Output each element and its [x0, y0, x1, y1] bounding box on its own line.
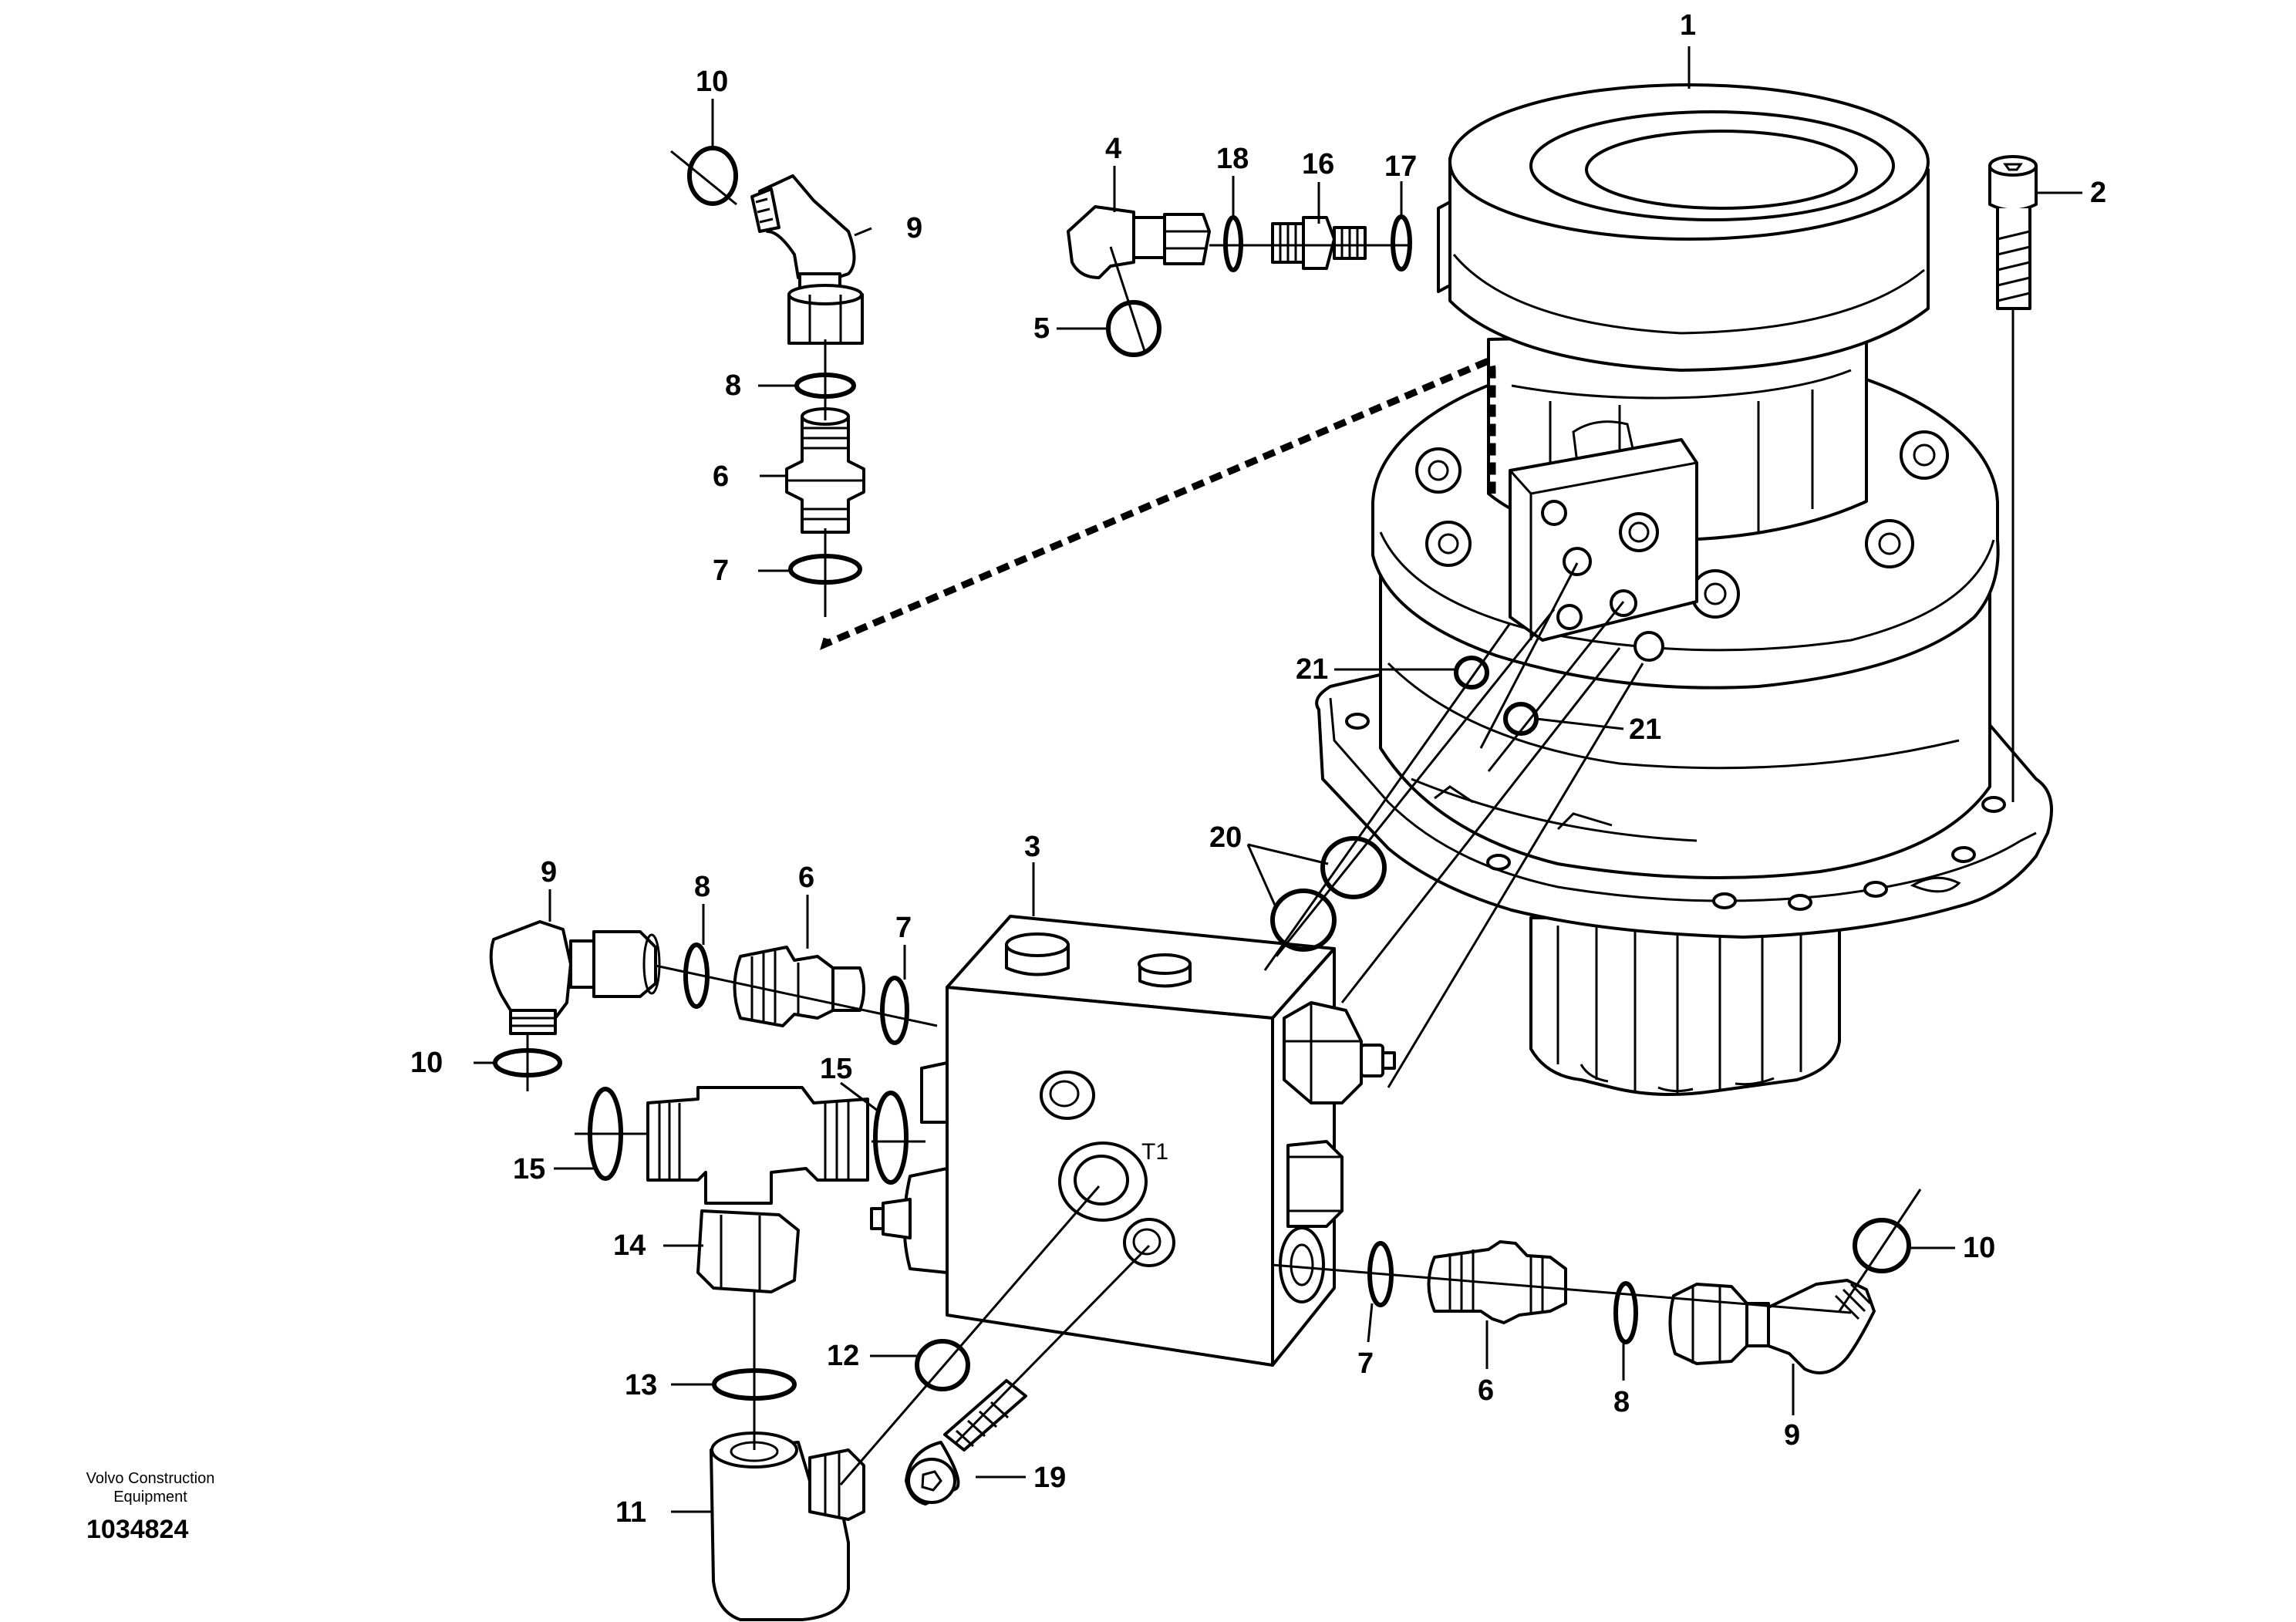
callout-6-right: 6 — [1478, 1374, 1494, 1407]
port-label-t1: T1 — [1141, 1139, 1168, 1165]
o-ring-18 — [1223, 215, 1243, 272]
callout-16: 16 — [1302, 148, 1334, 180]
swing-motor — [1315, 83, 2053, 1096]
callout-8-right: 8 — [1613, 1386, 1630, 1418]
callout-1: 1 — [1680, 9, 1696, 42]
elbow-4 — [1067, 205, 1211, 279]
callout-19: 19 — [1033, 1462, 1066, 1494]
right-lower-fitting-row — [1367, 1218, 1911, 1374]
adapter-6-right — [1427, 1240, 1567, 1324]
elbow-9-right — [1668, 1279, 1876, 1374]
tee-fitting-group — [588, 1086, 909, 1621]
callout-21-left: 21 — [1296, 653, 1328, 686]
o-ring-12 — [915, 1339, 970, 1391]
upper-left-fitting-stack — [687, 146, 865, 585]
callout-6-top: 6 — [713, 460, 729, 493]
callout-10-right: 10 — [1963, 1232, 1995, 1264]
adapter-16 — [1271, 216, 1367, 270]
o-ring-10-right — [1853, 1218, 1911, 1273]
hex-nut-top — [787, 284, 864, 345]
callout-7-top: 7 — [713, 555, 729, 587]
valve-top-plugs — [1005, 932, 1192, 988]
callout-2: 2 — [2090, 177, 2106, 209]
callout-15-right: 15 — [820, 1053, 852, 1085]
document-number: 1034824 — [86, 1515, 189, 1544]
o-ring-5 — [1106, 300, 1161, 357]
callout-5: 5 — [1033, 312, 1050, 345]
motor-output-shaft — [1529, 916, 1841, 1096]
o-ring-10-top — [687, 146, 738, 206]
brand-line-2: Equipment — [113, 1489, 187, 1506]
o-ring-21-left — [1454, 656, 1489, 690]
callout-9-top: 9 — [906, 212, 922, 244]
callout-11: 11 — [615, 1496, 646, 1529]
motor-port-face — [1509, 438, 1698, 662]
ring-bolt-heads — [1415, 430, 1949, 619]
o-ring-8-right — [1613, 1281, 1638, 1344]
o-ring-20-upper — [1320, 836, 1387, 899]
callout-9-right: 9 — [1784, 1419, 1800, 1452]
brand-line-1: Volvo Construction — [86, 1470, 215, 1487]
callout-15-left: 15 — [513, 1153, 545, 1185]
adapter-6-top — [785, 407, 865, 534]
callout-10-left: 10 — [410, 1047, 443, 1079]
upper-center-fitting-stack — [1067, 205, 1412, 357]
callout-20: 20 — [1209, 821, 1242, 854]
callout-21-right: 21 — [1629, 713, 1661, 746]
motor-top-cap — [1437, 83, 1930, 372]
o-ring-17 — [1391, 214, 1412, 271]
valve-side-fittings — [870, 1001, 1396, 1303]
elbow-9-top — [750, 174, 856, 292]
callout-3: 3 — [1024, 831, 1040, 863]
callout-9-left: 9 — [541, 856, 557, 889]
hose-route-dashed — [820, 358, 1496, 650]
o-ring-7-left — [880, 976, 909, 1045]
callout-leaders — [474, 46, 2082, 1513]
callout-numbers: 1 2 3 4 5 6 6 6 7 7 7 8 8 8 9 9 9 10 10 … — [410, 9, 2106, 1529]
callout-18: 18 — [1216, 143, 1249, 175]
cap-screw-2 — [1988, 155, 2038, 310]
callout-8-top: 8 — [725, 369, 741, 402]
adapter-6-left — [733, 946, 865, 1027]
callout-8-left: 8 — [694, 871, 710, 903]
elbow-9-left — [489, 920, 661, 1035]
o-ring-20-lower — [1270, 889, 1337, 952]
callout-10-top: 10 — [696, 66, 728, 98]
callout-7-left: 7 — [895, 912, 912, 944]
callout-17: 17 — [1384, 150, 1417, 183]
callout-13: 13 — [625, 1369, 657, 1401]
valve-front-ports — [1040, 1071, 1175, 1267]
o-ring-15-right — [873, 1091, 909, 1185]
valve-block-3: T1 — [870, 915, 1396, 1367]
callout-7-right: 7 — [1357, 1347, 1374, 1380]
callout-12: 12 — [827, 1340, 859, 1372]
brand-label: Volvo Construction Equipment — [62, 1469, 239, 1506]
cap-screw-19 — [905, 1379, 1027, 1506]
callout-14: 14 — [613, 1229, 646, 1262]
tee-fitting — [646, 1086, 869, 1205]
callout-4: 4 — [1105, 133, 1121, 165]
hex-nut-14 — [696, 1209, 800, 1293]
left-middle-fitting-row — [489, 920, 909, 1077]
callout-6-left: 6 — [798, 862, 814, 894]
elbow-11 — [710, 1431, 865, 1621]
